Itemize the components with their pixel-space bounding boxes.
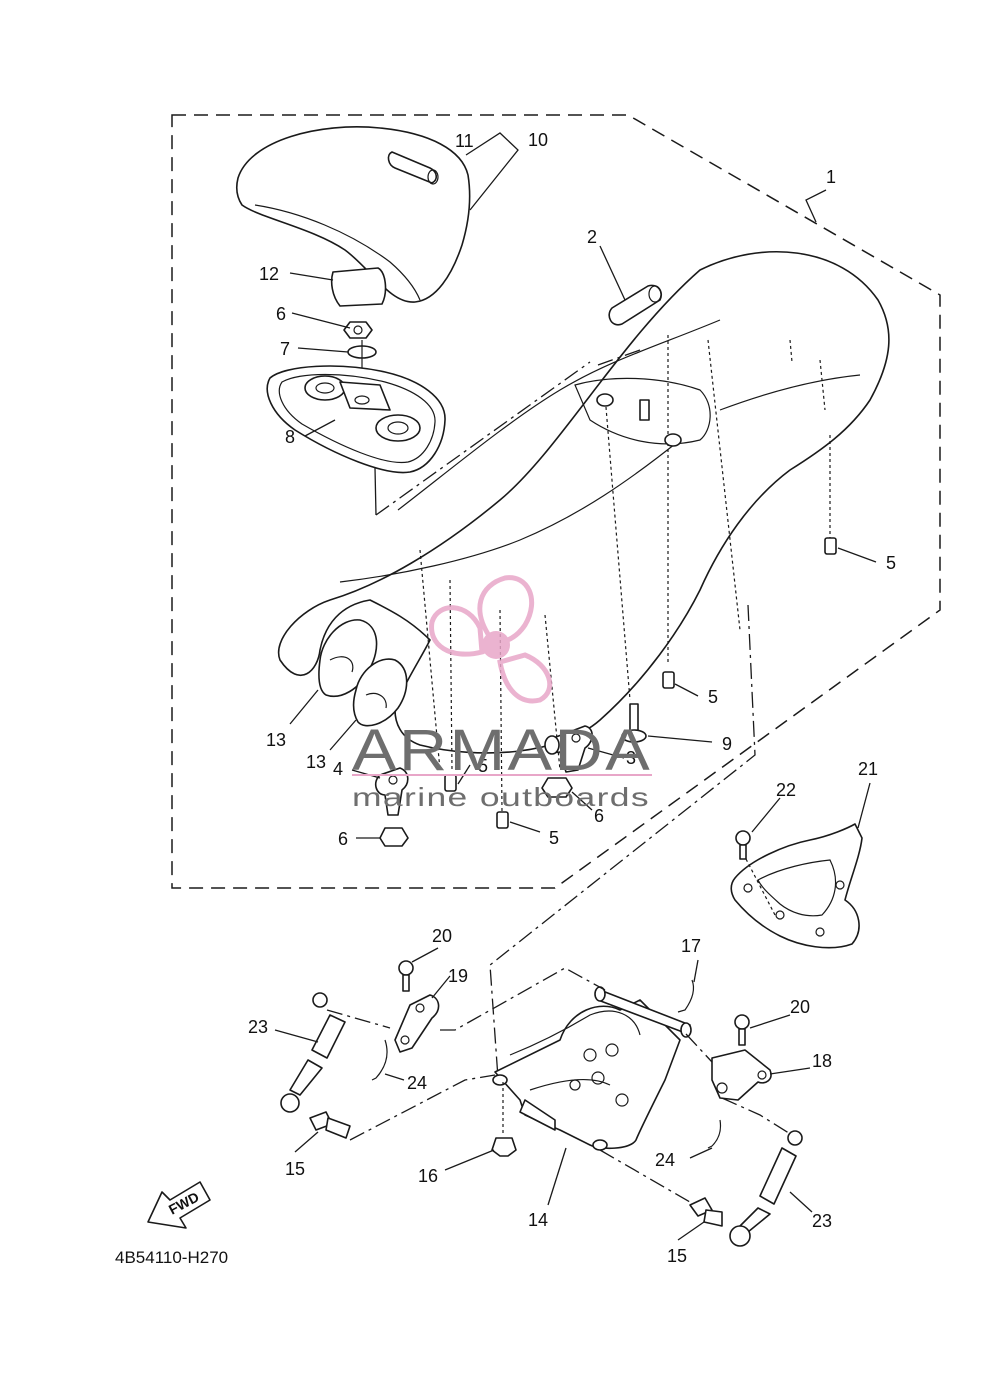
propeller-logo-icon bbox=[429, 575, 553, 704]
bracket-18 bbox=[711, 1049, 772, 1101]
gas-strut-left bbox=[280, 992, 346, 1113]
callout-23b: 23 bbox=[812, 1211, 832, 1231]
nut-6b bbox=[541, 777, 573, 798]
clip-24b bbox=[707, 1119, 722, 1149]
watermark-tagline: marine outboards bbox=[352, 782, 650, 812]
callout-18: 18 bbox=[812, 1051, 832, 1071]
bracket-plate bbox=[266, 365, 446, 474]
callout-4: 4 bbox=[333, 759, 343, 779]
bracket-21 bbox=[730, 823, 863, 949]
callout-9: 9 bbox=[722, 734, 732, 754]
callout-12: 12 bbox=[259, 264, 279, 284]
callout-20b: 20 bbox=[790, 997, 810, 1017]
nut-6c bbox=[379, 827, 409, 847]
pad bbox=[330, 267, 387, 307]
bracket-4 bbox=[374, 767, 409, 816]
bolt-15b bbox=[689, 1197, 723, 1227]
lower-frame bbox=[492, 986, 692, 1151]
bolt-9 bbox=[621, 703, 647, 743]
callout-19: 19 bbox=[448, 966, 468, 986]
callout-24b: 24 bbox=[655, 1150, 675, 1170]
fwd-arrow-icon: FWD bbox=[147, 1181, 211, 1229]
callout-8: 8 bbox=[285, 427, 295, 447]
diagram-code: 4B54110-H270 bbox=[115, 1248, 228, 1267]
callout-11: 11 bbox=[455, 131, 474, 151]
callout-15b: 15 bbox=[667, 1246, 687, 1266]
clip-17 bbox=[677, 979, 695, 1013]
callout-6b: 6 bbox=[594, 806, 604, 826]
callout-13a: 13 bbox=[266, 730, 286, 750]
nut-top bbox=[343, 321, 373, 339]
seat-handle bbox=[608, 284, 663, 326]
callout-7: 7 bbox=[280, 339, 290, 359]
assembly-boundary bbox=[171, 114, 941, 889]
callout-6c: 6 bbox=[338, 829, 348, 849]
callout-13b: 13 bbox=[306, 752, 326, 772]
bracket-19 bbox=[394, 994, 440, 1053]
grommet-16 bbox=[491, 1137, 517, 1157]
screw-22 bbox=[735, 830, 751, 860]
screw-20b bbox=[734, 1014, 750, 1046]
rear-cushion bbox=[236, 126, 471, 303]
callout-17: 17 bbox=[681, 936, 701, 956]
callout-2: 2 bbox=[587, 227, 597, 247]
watermark-brand: ARMADA bbox=[352, 718, 652, 783]
callout-5b: 5 bbox=[708, 687, 718, 707]
callout-14: 14 bbox=[528, 1210, 548, 1230]
callout-5d: 5 bbox=[549, 828, 559, 848]
callout-23a: 23 bbox=[248, 1017, 268, 1037]
callout-22: 22 bbox=[776, 780, 796, 800]
callout-5a: 5 bbox=[886, 553, 896, 573]
screw-5a bbox=[824, 537, 837, 555]
callout-20a: 20 bbox=[432, 926, 452, 946]
callout-16: 16 bbox=[418, 1166, 438, 1186]
callout-15a: 15 bbox=[285, 1159, 305, 1179]
callout-21: 21 bbox=[858, 759, 878, 779]
callout-1: 1 bbox=[826, 167, 836, 187]
callout-6a: 6 bbox=[276, 304, 286, 324]
screw-20a bbox=[398, 960, 414, 992]
screw-5b bbox=[662, 671, 675, 689]
callout-5c: 5 bbox=[478, 756, 488, 776]
bolt-15a bbox=[309, 1111, 351, 1139]
callout-24a: 24 bbox=[407, 1073, 427, 1093]
screw-5d bbox=[496, 811, 509, 829]
gas-strut-right bbox=[729, 1130, 803, 1247]
callout-3: 3 bbox=[626, 748, 636, 768]
clip-24a bbox=[371, 1039, 388, 1081]
callout-10: 10 bbox=[528, 130, 548, 150]
